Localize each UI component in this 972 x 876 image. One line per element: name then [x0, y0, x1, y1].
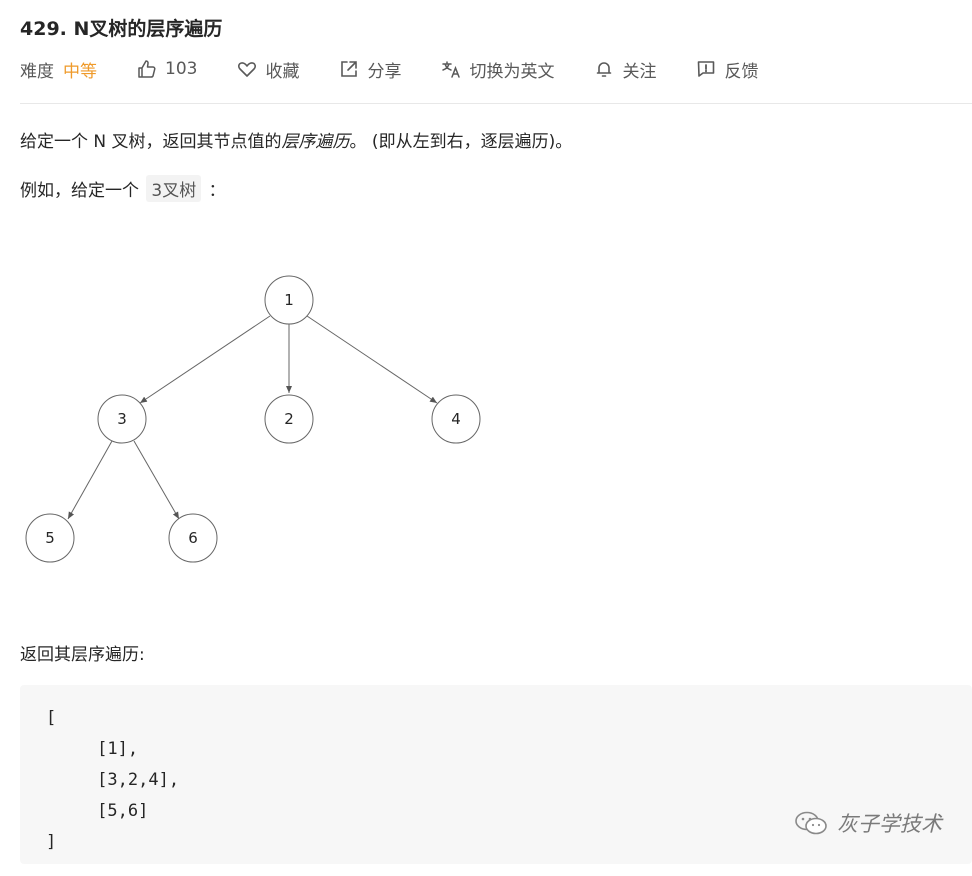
example-code-tag: 3叉树 — [146, 175, 202, 202]
tree-node-4: 4 — [431, 394, 481, 444]
edge-1-3 — [139, 315, 271, 404]
tree-edges — [67, 315, 438, 520]
code-block: [ [1], [3,2,4], [5,6]] — [20, 685, 972, 864]
intro-text: 给定一个 N 叉树，返回其节点值的 — [20, 132, 282, 152]
edge-3-5 — [67, 440, 113, 520]
example-intro: 例如，给定一个 3叉树 ： — [20, 175, 226, 202]
share-button[interactable]: 分享 — [339, 57, 401, 82]
watermark: 灰子学技术 — [793, 808, 942, 838]
example-suffix: ： — [208, 181, 226, 201]
node-label: 2 — [284, 410, 294, 428]
watermark-text: 灰子学技术 — [837, 812, 942, 836]
tree-diagram: 1 3 2 4 5 6 — [25, 275, 481, 563]
favorite-button[interactable]: 收藏 — [237, 57, 299, 82]
translate-label: 切换为英文 — [469, 61, 555, 82]
code-line: [ — [46, 708, 57, 728]
tree-node-6: 6 — [168, 513, 218, 563]
like-button[interactable]: 103 — [137, 59, 197, 79]
difficulty-value: 中等 — [63, 61, 97, 82]
code-line: [1], — [46, 739, 139, 759]
tree-node-1: 1 — [264, 275, 314, 325]
heart-icon — [237, 59, 257, 79]
feedback-label: 反馈 — [724, 61, 759, 82]
code-line: [5,6] — [46, 801, 149, 821]
node-label: 1 — [284, 291, 294, 309]
node-label: 3 — [117, 410, 127, 428]
share-icon — [339, 59, 359, 79]
follow-label: 关注 — [622, 61, 657, 82]
thumbs-up-icon — [137, 59, 157, 79]
intro-emphasis: 层序遍历 — [281, 132, 350, 152]
favorite-label: 收藏 — [265, 61, 300, 82]
edge-3-6 — [133, 440, 180, 520]
problem-toolbar: 难度 中等 103 收藏 分享 切换为英文 关注 反馈 — [20, 56, 758, 82]
example-text: 例如，给定一个 — [20, 181, 139, 201]
code-line: [3,2,4], — [46, 770, 180, 790]
tree-node-5: 5 — [25, 513, 75, 563]
node-label: 4 — [451, 410, 461, 428]
translate-icon — [441, 59, 461, 79]
share-label: 分享 — [367, 61, 402, 82]
like-count: 103 — [165, 59, 198, 79]
tree-node-2: 2 — [264, 394, 314, 444]
node-label: 5 — [45, 529, 55, 547]
wechat-icon — [795, 811, 827, 835]
intro-suffix: 。 (即从左到右，逐层遍历)。 — [349, 132, 573, 152]
feedback-button[interactable]: 反馈 — [696, 57, 758, 82]
tree-node-3: 3 — [97, 394, 147, 444]
node-label: 6 — [188, 529, 198, 547]
edge-1-4 — [306, 315, 438, 404]
feedback-icon — [696, 59, 716, 79]
result-label: 返回其层序遍历: — [20, 645, 145, 665]
bell-icon — [594, 59, 614, 79]
code-line: ] — [46, 832, 57, 852]
problem-title: 429. N叉树的层序遍历 — [20, 18, 223, 40]
translate-button[interactable]: 切换为英文 — [441, 57, 554, 82]
follow-button[interactable]: 关注 — [594, 57, 656, 82]
header-divider — [20, 103, 972, 104]
problem-description: 给定一个 N 叉树，返回其节点值的层序遍历。 (即从左到右，逐层遍历)。 — [20, 127, 572, 152]
difficulty-label: 难度 — [20, 61, 54, 82]
